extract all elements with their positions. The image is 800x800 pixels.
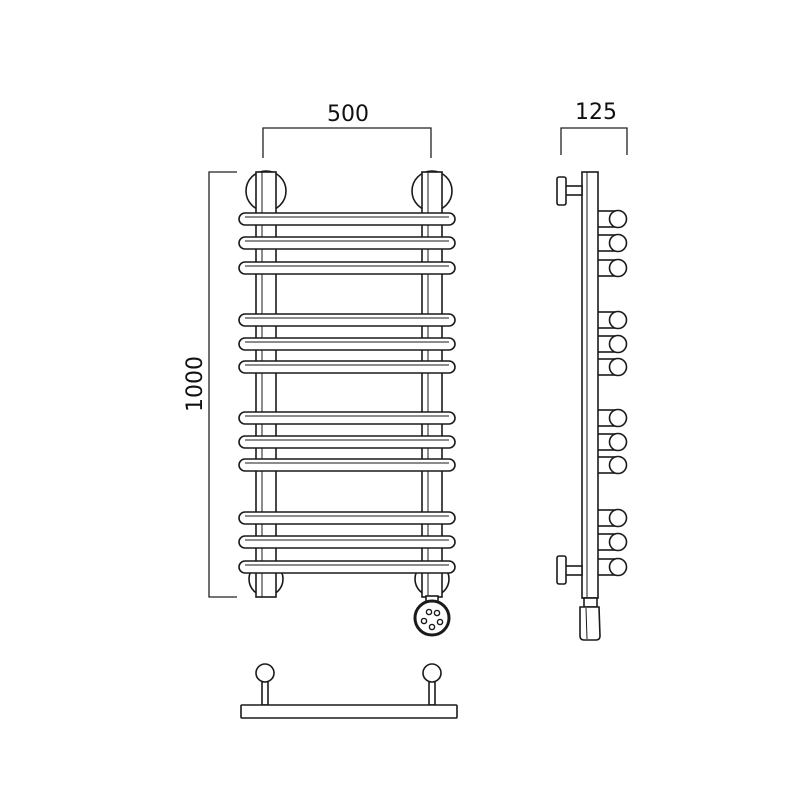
- height-dimension-label: 1000: [183, 356, 208, 412]
- heating-element-dot: [420, 617, 428, 625]
- front-rail: [238, 212, 456, 226]
- heating-element-dot: [433, 609, 441, 617]
- depth-dimension-label: 125: [575, 100, 617, 125]
- front-left-post: [255, 171, 277, 598]
- front-rail: [238, 261, 456, 275]
- side-bottom-bracket: [556, 555, 583, 585]
- side-rail-end: [596, 334, 628, 354]
- top-view-left-post: [255, 663, 275, 706]
- heating-element-dot: [428, 623, 436, 631]
- front-rail: [238, 236, 456, 250]
- front-rails: [238, 212, 456, 574]
- side-rail-end: [596, 408, 628, 428]
- depth-dimension: 125: [560, 100, 628, 155]
- side-rail-end: [596, 432, 628, 452]
- side-rail-end: [596, 357, 628, 377]
- side-rail-end: [596, 310, 628, 330]
- side-rail-end: [596, 258, 628, 278]
- height-dimension: 1000: [183, 171, 237, 598]
- front-view: [238, 170, 456, 637]
- heating-element-dot: [425, 608, 433, 616]
- width-dimension: 500: [262, 102, 432, 158]
- side-top-bracket: [556, 176, 583, 206]
- front-rail: [238, 535, 456, 549]
- front-right-post: [421, 171, 443, 598]
- top-view-rail-bar: [240, 704, 458, 719]
- heating-element-front: [413, 595, 451, 637]
- front-rail: [238, 313, 456, 327]
- side-rail-end: [596, 532, 628, 552]
- top-view-right-post: [422, 663, 442, 706]
- width-dimension-label: 500: [327, 102, 369, 127]
- side-rail-end: [596, 209, 628, 229]
- front-rail: [238, 560, 456, 574]
- front-rail: [238, 458, 456, 472]
- heating-element-side: [579, 597, 601, 641]
- side-rail-end: [596, 557, 628, 577]
- front-rail: [238, 511, 456, 525]
- front-rail: [238, 411, 456, 425]
- side-post: [581, 171, 599, 599]
- side-rail-end: [596, 508, 628, 528]
- side-rail-ends: [596, 209, 628, 577]
- width-dimension-line: [262, 127, 432, 158]
- front-rail: [238, 360, 456, 374]
- height-dimension-line: [208, 171, 237, 598]
- side-rail-end: [596, 455, 628, 475]
- top-view: [240, 663, 458, 719]
- front-rail: [238, 435, 456, 449]
- side-view: [556, 171, 628, 641]
- depth-dimension-line: [560, 127, 628, 155]
- heating-element-dot: [436, 618, 444, 626]
- side-rail-end: [596, 233, 628, 253]
- front-rail: [238, 337, 456, 351]
